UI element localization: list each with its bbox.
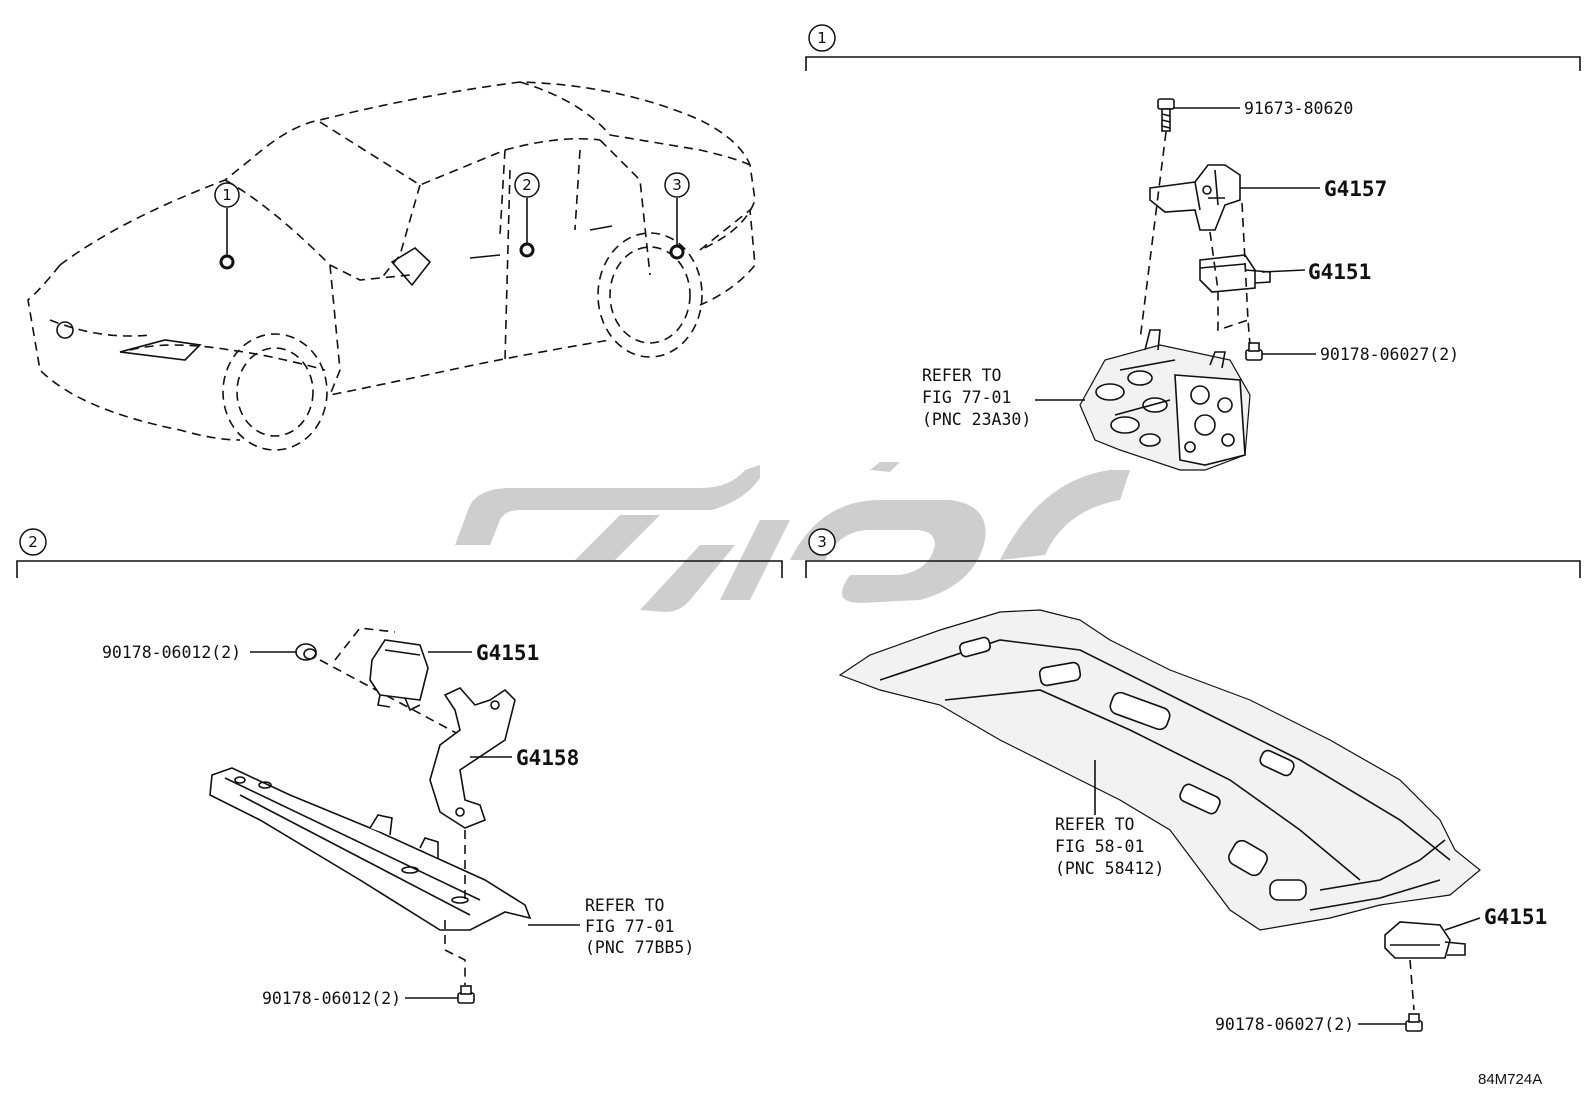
refer-note: REFER TO FIG 77-01 (PNC 77BB5) xyxy=(585,896,694,957)
bolt-icon xyxy=(1157,98,1175,132)
sensor-g4151-engine xyxy=(1199,254,1271,293)
refer-line-3: (PNC 58412) xyxy=(1055,859,1164,878)
callout-nut-bottom: 90178-06012(2) xyxy=(262,989,401,1008)
section-1: 1 91673-80620 G4157 G4151 xyxy=(805,24,1581,471)
nut-icon xyxy=(457,985,475,1004)
bracket-g4157 xyxy=(1149,164,1241,231)
sensor-g4151-floor xyxy=(1384,921,1466,959)
callout-bolt: 91673-80620 xyxy=(1244,99,1353,118)
refer-line-1: REFER TO xyxy=(585,896,664,915)
power-unit-assembly xyxy=(1079,329,1251,471)
callout-sensor: G4151 xyxy=(476,641,539,665)
refer-line-3: (PNC 77BB5) xyxy=(585,938,694,957)
watermark-logo xyxy=(455,462,1130,612)
refer-line-1: REFER TO xyxy=(1055,815,1134,834)
bracket-g4158 xyxy=(429,687,516,829)
location-number: 2 xyxy=(522,176,532,194)
floor-panel xyxy=(838,609,1481,931)
location-number: 1 xyxy=(222,186,232,204)
callout-bracket: G4158 xyxy=(516,746,579,770)
cross-member xyxy=(209,767,532,931)
refer-line-2: FIG 77-01 xyxy=(922,388,1011,407)
callout-sensor: G4151 xyxy=(1308,260,1371,284)
refer-line-1: REFER TO xyxy=(922,366,1001,385)
refer-line-3: (PNC 23A30) xyxy=(922,410,1031,429)
refer-line-2: FIG 77-01 xyxy=(585,917,674,936)
refer-note: REFER TO FIG 77-01 (PNC 23A30) xyxy=(922,366,1031,429)
section-number: 2 xyxy=(28,533,38,551)
sensor-g4151-cabin xyxy=(369,639,429,712)
section-number: 1 xyxy=(817,29,827,47)
section-3: 3 REFER TO FIG 58-01 (PNC 58412) xyxy=(805,528,1581,1034)
location-marker-1: 1 xyxy=(214,182,240,208)
callout-nut-top: 90178-06012(2) xyxy=(102,643,241,662)
refer-line-2: FIG 58-01 xyxy=(1055,837,1144,856)
callout-bracket: G4157 xyxy=(1324,177,1387,201)
figure-id: 84M724A xyxy=(1478,1071,1542,1088)
location-marker-2: 2 xyxy=(514,172,540,198)
nut-icon xyxy=(1405,1013,1423,1032)
location-marker-3: 3 xyxy=(664,172,690,198)
section-number: 3 xyxy=(817,533,827,551)
location-number: 3 xyxy=(672,176,682,194)
callout-sensor: G4151 xyxy=(1484,905,1547,929)
callout-nut: 90178-06027(2) xyxy=(1215,1015,1354,1034)
section-2: 2 90178-06012(2) G4151 G4158 xyxy=(16,528,783,1008)
nut-icon xyxy=(295,643,317,661)
callout-nut: 90178-06027(2) xyxy=(1320,345,1459,364)
vehicle-overview: 1 2 3 xyxy=(27,81,756,451)
refer-note: REFER TO FIG 58-01 (PNC 58412) xyxy=(1055,815,1164,878)
nut-icon xyxy=(1245,342,1263,361)
